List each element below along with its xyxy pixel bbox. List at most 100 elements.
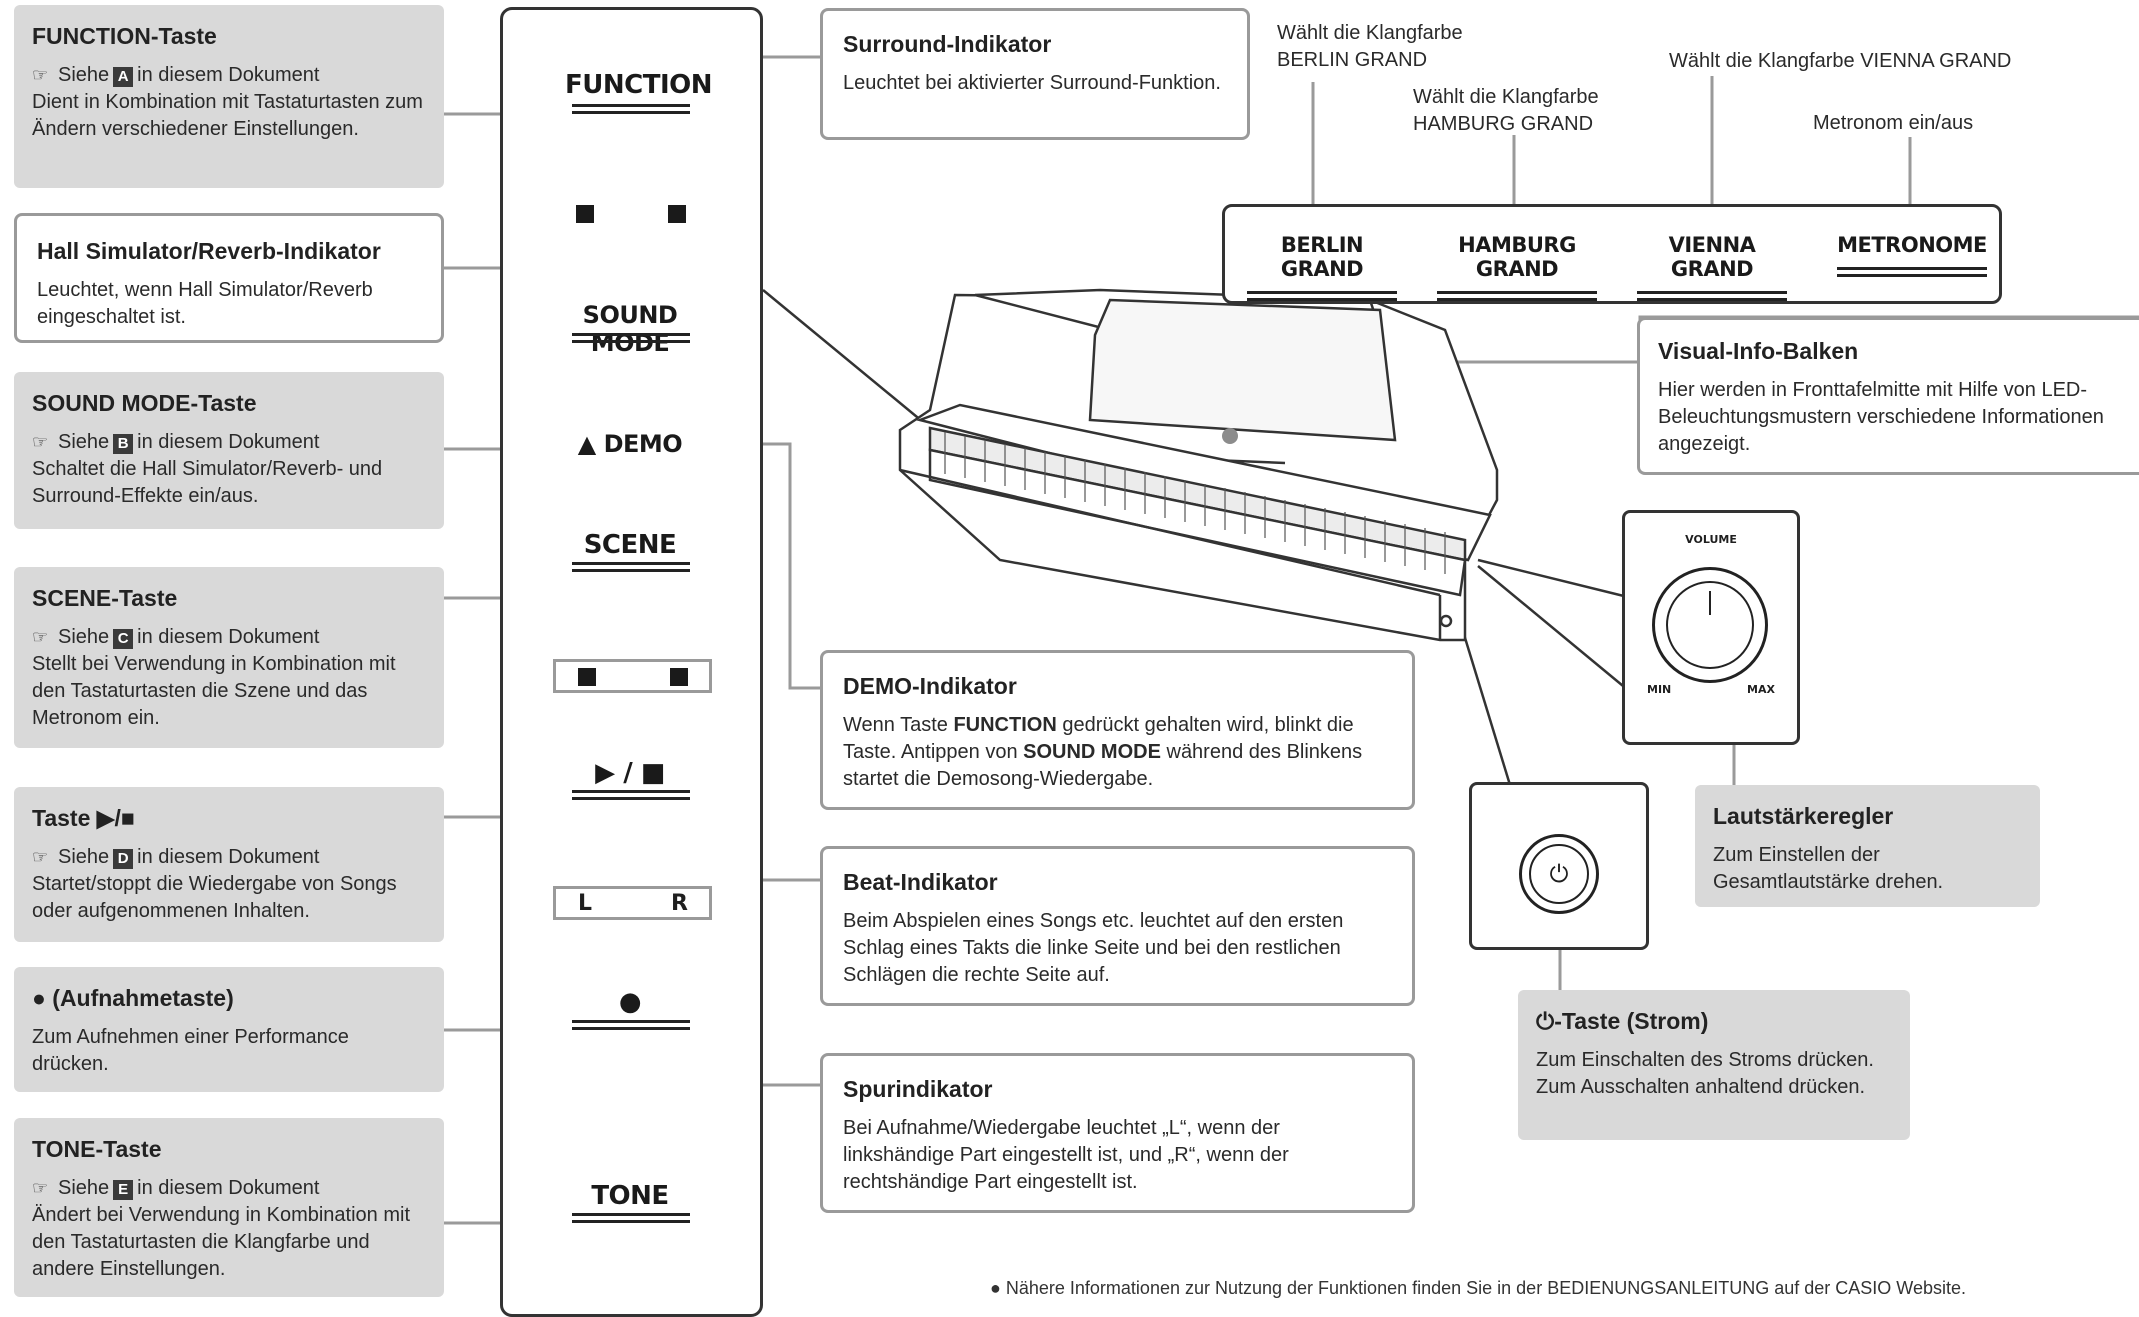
pointing-hand-icon: ☞ [32,627,49,647]
play-stop-button-label[interactable]: ▶ / ■ [595,758,665,788]
surround-indicator-title: Surround-Indikator [843,31,1052,57]
berlin-annotation: Wählt die Klangfarbe BERLIN GRAND [1277,22,1463,71]
track-indicator-title: Spurindikator [843,1076,993,1102]
record-key-description: Zum Aufnehmen einer Performance drücken. [32,1026,349,1075]
beat-indicator-description: Beim Abspielen eines Songs etc. leuchtet… [843,910,1344,986]
demo-indicator-description: Wenn Taste FUNCTION gedrückt gehalten wi… [843,714,1363,790]
volume-knob-marker [1709,591,1711,615]
play-stop-button[interactable] [572,790,690,800]
hall-indicator-description: Leuchtet, wenn Hall Simulator/Reverb ein… [37,279,373,328]
pointing-hand-icon: ☞ [32,432,49,452]
track-indicator-description: Bei Aufnahme/Wiedergabe leuchtet „L“, we… [843,1117,1289,1193]
pointing-hand-icon: ☞ [32,847,49,867]
footer-note: ● Nähere Informationen zur Nutzung der F… [990,1278,1966,1298]
power-button[interactable]: ⏻ [1529,844,1589,904]
vienna-grand-button[interactable]: VIENNA GRAND [1637,233,1787,301]
metronome-underline [1837,267,1987,277]
beat-indicator-title: Beat-Indikator [843,869,998,895]
power-key-description: Zum Einschalten des Stroms drücken. Zum … [1536,1049,1874,1098]
scene-key-description: Stellt bei Verwendung in Kombination mit… [32,653,396,729]
track-right-label: R [671,891,688,916]
scene-key-title: SCENE-Taste [32,585,178,611]
sound-mode-key-description: Schaltet die Hall Simulator/Reverb- und … [32,458,383,507]
power-key-box: ⏻-Taste (Strom) Zum Einschalten des Stro… [1518,990,1910,1140]
track-indicator-box: Spurindikator Bei Aufnahme/Wiedergabe le… [820,1053,1415,1213]
pointing-hand-icon: ☞ [32,1178,49,1198]
surround-indicator-box: Surround-Indikator Leuchtet bei aktivier… [820,8,1250,140]
surround-indicator-description: Leuchtet bei aktivierter Surround-Funkti… [843,72,1221,94]
metronome-annotation: Metronom ein/aus [1813,112,1974,134]
hamburg-grand-button[interactable]: HAMBURG GRAND [1437,233,1597,301]
sound-mode-key-title: SOUND MODE-Taste [32,390,257,416]
berlin-grand-button[interactable]: BERLIN GRAND [1247,233,1397,301]
volume-knob-description: Zum Einstellen der Gesamtlautstärke dreh… [1713,844,1944,893]
demo-indicator-box: DEMO-Indikator Wenn Taste FUNCTION gedrü… [820,650,1415,810]
hamburg-grand-underline [1437,291,1597,301]
vienna-annotation: Wählt die Klangfarbe VIENNA GRAND [1669,50,2012,72]
beat-indicator-box: Beat-Indikator Beim Abspielen eines Song… [820,846,1415,1006]
reference-letter-badge: E [113,1180,134,1200]
volume-knob[interactable] [1666,581,1754,669]
visual-info-bar-description: Hier werden in Fronttafelmitte mit Hilfe… [1658,379,2104,455]
tone-button[interactable] [572,1213,690,1223]
reference-letter-badge: A [113,67,134,87]
demo-indicator-title: DEMO-Indikator [843,673,1017,699]
visual-info-bar-box: Visual-Info-Balken Hier werden in Frontt… [1637,317,2139,475]
visual-info-bar-title: Visual-Info-Balken [1658,338,1859,364]
reference-letter-badge: D [113,849,134,869]
hall-indicator-title: Hall Simulator/Reverb-Indikator [37,238,381,264]
volume-min-label: MIN [1647,683,1672,696]
volume-max-label: MAX [1747,683,1775,696]
record-key-box: ● (Aufnahmetaste) Zum Aufnehmen einer Pe… [14,967,444,1092]
beat-indicator [553,659,712,693]
hamburg-annotation: Wählt die Klangfarbe HAMBURG GRAND [1413,86,1599,135]
volume-knob-title: Lautstärkeregler [1713,803,1894,829]
sound-mode-button[interactable] [572,333,690,343]
function-button-label[interactable]: FUNCTION [565,70,713,100]
tone-key-description: Ändert bei Verwendung in Kombination mit… [32,1204,411,1280]
tone-key-title: TONE-Taste [32,1136,162,1162]
track-indicator: L R [553,886,712,920]
power-icon: ⏻ [1536,1009,1555,1035]
hall-indicator-led [576,205,594,223]
berlin-grand-underline [1247,291,1397,301]
volume-label: VOLUME [1685,533,1737,546]
sound-mode-button-label[interactable]: SOUND MODE [582,301,678,357]
play-stop-key-title: Taste ▶/■ [32,805,135,831]
record-button[interactable] [572,1020,690,1030]
volume-knob-ring [1652,567,1768,683]
beat-left-led [578,668,596,686]
power-panel: ⏻ [1469,782,1649,950]
volume-knob-box: Lautstärkeregler Zum Einstellen der Gesa… [1695,785,2040,907]
power-button-ring [1519,834,1599,914]
demo-indicator-label: ▲ DEMO [577,430,683,458]
pointing-hand-icon: ☞ [32,65,49,85]
reference-letter-badge: C [113,629,134,649]
surround-indicator-led [668,205,686,223]
beat-right-led [670,668,688,686]
power-key-title: ⏻-Taste (Strom) [1536,1008,1709,1035]
track-left-label: L [578,891,593,916]
function-key-title: FUNCTION-Taste [32,23,217,49]
play-stop-key-description: Startet/stoppt die Wiedergabe von Songs … [32,873,397,922]
record-key-title: ● (Aufnahmetaste) [32,985,234,1011]
reference-letter-badge: B [113,434,134,454]
hall-indicator-box: Hall Simulator/Reverb-Indikator Leuchtet… [14,213,444,343]
scene-button[interactable] [572,562,690,572]
record-button-symbol[interactable]: ● [618,987,642,1017]
sound-selector-bar: BERLIN GRAND HAMBURG GRAND VIENNA GRAND … [1222,204,2002,304]
scene-button-label[interactable]: SCENE [583,530,677,560]
tone-button-label[interactable]: TONE [591,1181,669,1211]
metronome-button[interactable]: METRONOME [1837,233,1987,277]
vienna-grand-underline [1637,291,1787,301]
function-button[interactable] [572,104,690,114]
